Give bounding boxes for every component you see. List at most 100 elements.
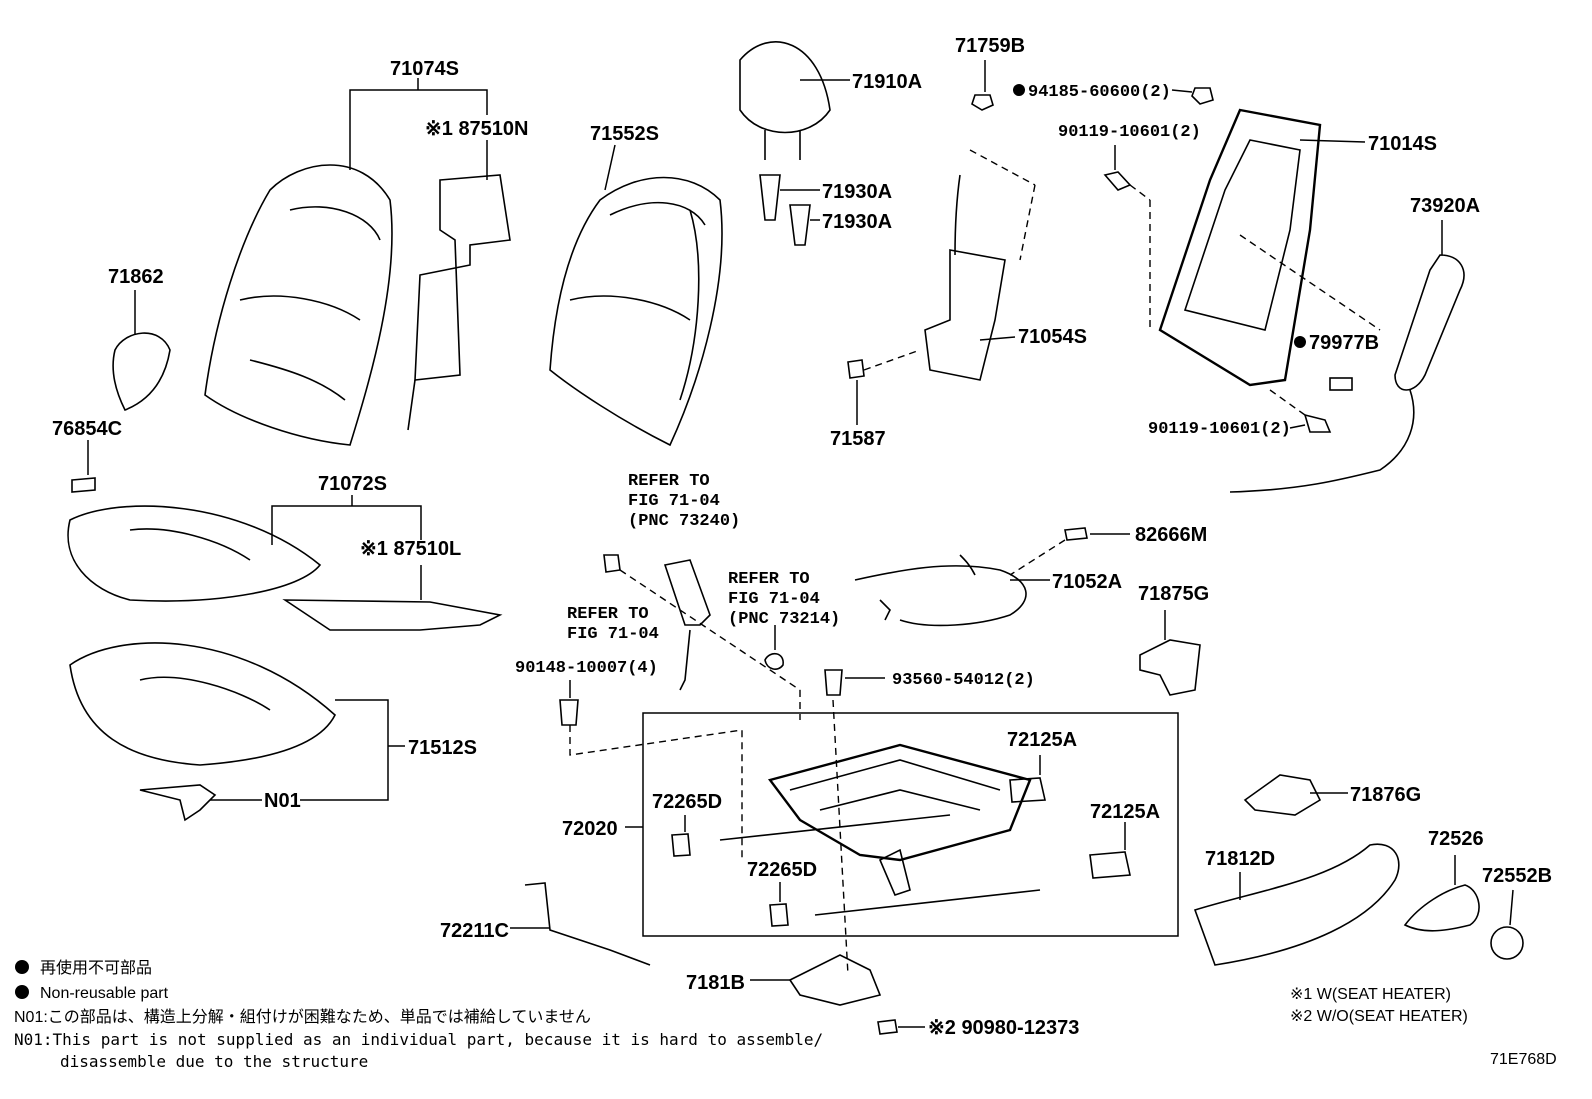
refer-b-line1: REFER TO bbox=[728, 570, 810, 589]
clip-72265d-2-drawing bbox=[769, 903, 789, 927]
nonreusable-dot-79977b bbox=[1294, 336, 1306, 348]
cushion-heater-drawing bbox=[282, 599, 503, 631]
label-71014S: 71014S bbox=[1368, 133, 1437, 155]
label-71930A-1: 71930A bbox=[822, 181, 892, 203]
label-87510N: ※1 87510N bbox=[425, 118, 529, 140]
washer-drawing bbox=[764, 652, 784, 670]
refer-a-line3: (PNC 73240) bbox=[628, 512, 740, 531]
label-72125A-1: 72125A bbox=[1007, 729, 1077, 751]
diagram-code: 71E768D bbox=[1490, 1051, 1557, 1068]
connector-90980-drawing bbox=[877, 1019, 898, 1035]
label-90119-top: 90119-10601(2) bbox=[1058, 123, 1201, 142]
recliner-cover-drawing bbox=[663, 559, 711, 626]
headrest-drawing bbox=[739, 41, 831, 160]
label-87510L: ※1 87510L bbox=[360, 538, 461, 560]
refer-c-line2: FIG 71-04 bbox=[567, 625, 659, 644]
label-71512S: 71512S bbox=[408, 737, 477, 759]
knob-72526-drawing bbox=[1403, 884, 1480, 932]
adjuster-frame-box bbox=[642, 712, 1179, 937]
label-72265D-1: 72265D bbox=[652, 791, 722, 813]
refer-a-line2: FIG 71-04 bbox=[628, 492, 720, 511]
label-79977B: 79977B bbox=[1309, 332, 1379, 354]
footnote-2: ※2 W/O(SEAT HEATER) bbox=[1290, 1008, 1468, 1025]
n01-drawing bbox=[139, 784, 217, 822]
label-7181B: 7181B bbox=[686, 972, 745, 994]
label-71072S: 71072S bbox=[318, 473, 387, 495]
label-71812D: 71812D bbox=[1205, 848, 1275, 870]
bolt-90119-bot-drawing bbox=[1303, 413, 1332, 433]
label-72265D-2: 72265D bbox=[747, 859, 817, 881]
label-71054S: 71054S bbox=[1018, 326, 1087, 348]
bolt-90119-top-drawing bbox=[1103, 171, 1132, 191]
label-N01: N01 bbox=[264, 790, 301, 812]
connector-82666m-drawing bbox=[1064, 527, 1088, 541]
rod-72211c-drawing bbox=[524, 882, 651, 966]
label-76854C: 76854C bbox=[52, 418, 122, 440]
cover-71876g-drawing bbox=[1243, 774, 1322, 816]
headrest-support-1-drawing bbox=[759, 174, 781, 221]
label-72211C: 72211C bbox=[440, 920, 509, 942]
motor-72125a-2-drawing bbox=[1089, 851, 1131, 879]
label-79977b-drawing bbox=[1329, 377, 1353, 391]
side-cover-drawing bbox=[112, 332, 171, 412]
clip-72265d-1-drawing bbox=[671, 833, 691, 857]
footnote-1: ※1 W(SEAT HEATER) bbox=[1290, 986, 1451, 1003]
cushion-cover-drawing bbox=[67, 505, 322, 602]
seatback-frame-drawing bbox=[1158, 108, 1381, 387]
cushion-pad-drawing bbox=[69, 642, 336, 766]
clip-76854c-drawing bbox=[71, 477, 96, 493]
label-72552B: 72552B bbox=[1482, 865, 1552, 887]
nut-71759b-drawing bbox=[971, 94, 994, 111]
refer-c-line1: REFER TO bbox=[567, 605, 649, 624]
nonreusable-dot-94185 bbox=[1013, 84, 1025, 96]
legend-n01-en-2: disassemble due to the structure bbox=[60, 1052, 368, 1071]
label-72020: 72020 bbox=[562, 818, 618, 840]
label-90980: ※2 90980-12373 bbox=[928, 1017, 1079, 1039]
refer-b-line3: (PNC 73214) bbox=[728, 610, 840, 629]
label-71862: 71862 bbox=[108, 266, 164, 288]
label-71876G: 71876G bbox=[1350, 784, 1421, 806]
clip-71587-drawing bbox=[847, 359, 865, 379]
label-94185: 94185-60600(2) bbox=[1028, 83, 1171, 102]
legend-dot-en bbox=[15, 985, 29, 999]
refer-b-line2: FIG 71-04 bbox=[728, 590, 820, 609]
bolt-90148-drawing bbox=[559, 699, 579, 726]
label-72526: 72526 bbox=[1428, 828, 1484, 850]
nut-94185-drawing bbox=[1191, 87, 1214, 105]
label-71587: 71587 bbox=[830, 428, 886, 450]
seatback-pad-drawing bbox=[549, 176, 723, 447]
cover-71875g-drawing bbox=[1139, 639, 1201, 696]
label-73920A: 73920A bbox=[1410, 195, 1480, 217]
harness-71052a-drawing bbox=[854, 554, 1027, 627]
legend-n01-en-1: N01:This part is not supplied as an indi… bbox=[14, 1030, 823, 1049]
label-71875G: 71875G bbox=[1138, 583, 1209, 605]
seatback-heater-drawing bbox=[407, 174, 511, 431]
cap-72552b-drawing bbox=[1490, 926, 1524, 960]
bolt-93560-drawing bbox=[824, 669, 843, 696]
label-93560: 93560-54012(2) bbox=[892, 671, 1035, 690]
motor-72125a-1-drawing bbox=[1009, 777, 1046, 803]
headrest-support-2-drawing bbox=[789, 204, 811, 246]
label-71552S: 71552S bbox=[590, 123, 659, 145]
seatback-spring-drawing bbox=[924, 149, 1036, 381]
bracket-7181b-drawing bbox=[788, 954, 882, 1006]
label-90119-bot: 90119-10601(2) bbox=[1148, 420, 1291, 439]
label-71930A-2: 71930A bbox=[822, 211, 892, 233]
refer-a-line1: REFER TO bbox=[628, 472, 710, 491]
legend-jp-nonreusable: 再使用不可部品 bbox=[40, 959, 152, 977]
label-71910A: 71910A bbox=[852, 71, 922, 93]
seatback-cover-drawing bbox=[204, 164, 393, 446]
label-71052A: 71052A bbox=[1052, 571, 1122, 593]
label-72125A-2: 72125A bbox=[1090, 801, 1160, 823]
seat-adjuster-drawing bbox=[719, 743, 1041, 916]
legend-en-nonreusable: Non-reusable part bbox=[40, 985, 169, 1002]
label-71074S: 71074S bbox=[390, 58, 459, 80]
label-71759B: 71759B bbox=[955, 35, 1025, 57]
legend-dot-jp bbox=[15, 960, 29, 974]
shield-71812d-drawing bbox=[1193, 843, 1400, 966]
label-90148: 90148-10007(4) bbox=[515, 659, 658, 678]
side-airbag-drawing bbox=[1229, 254, 1465, 493]
nut-upper-drawing bbox=[603, 554, 621, 573]
label-82666M: 82666M bbox=[1135, 524, 1207, 546]
